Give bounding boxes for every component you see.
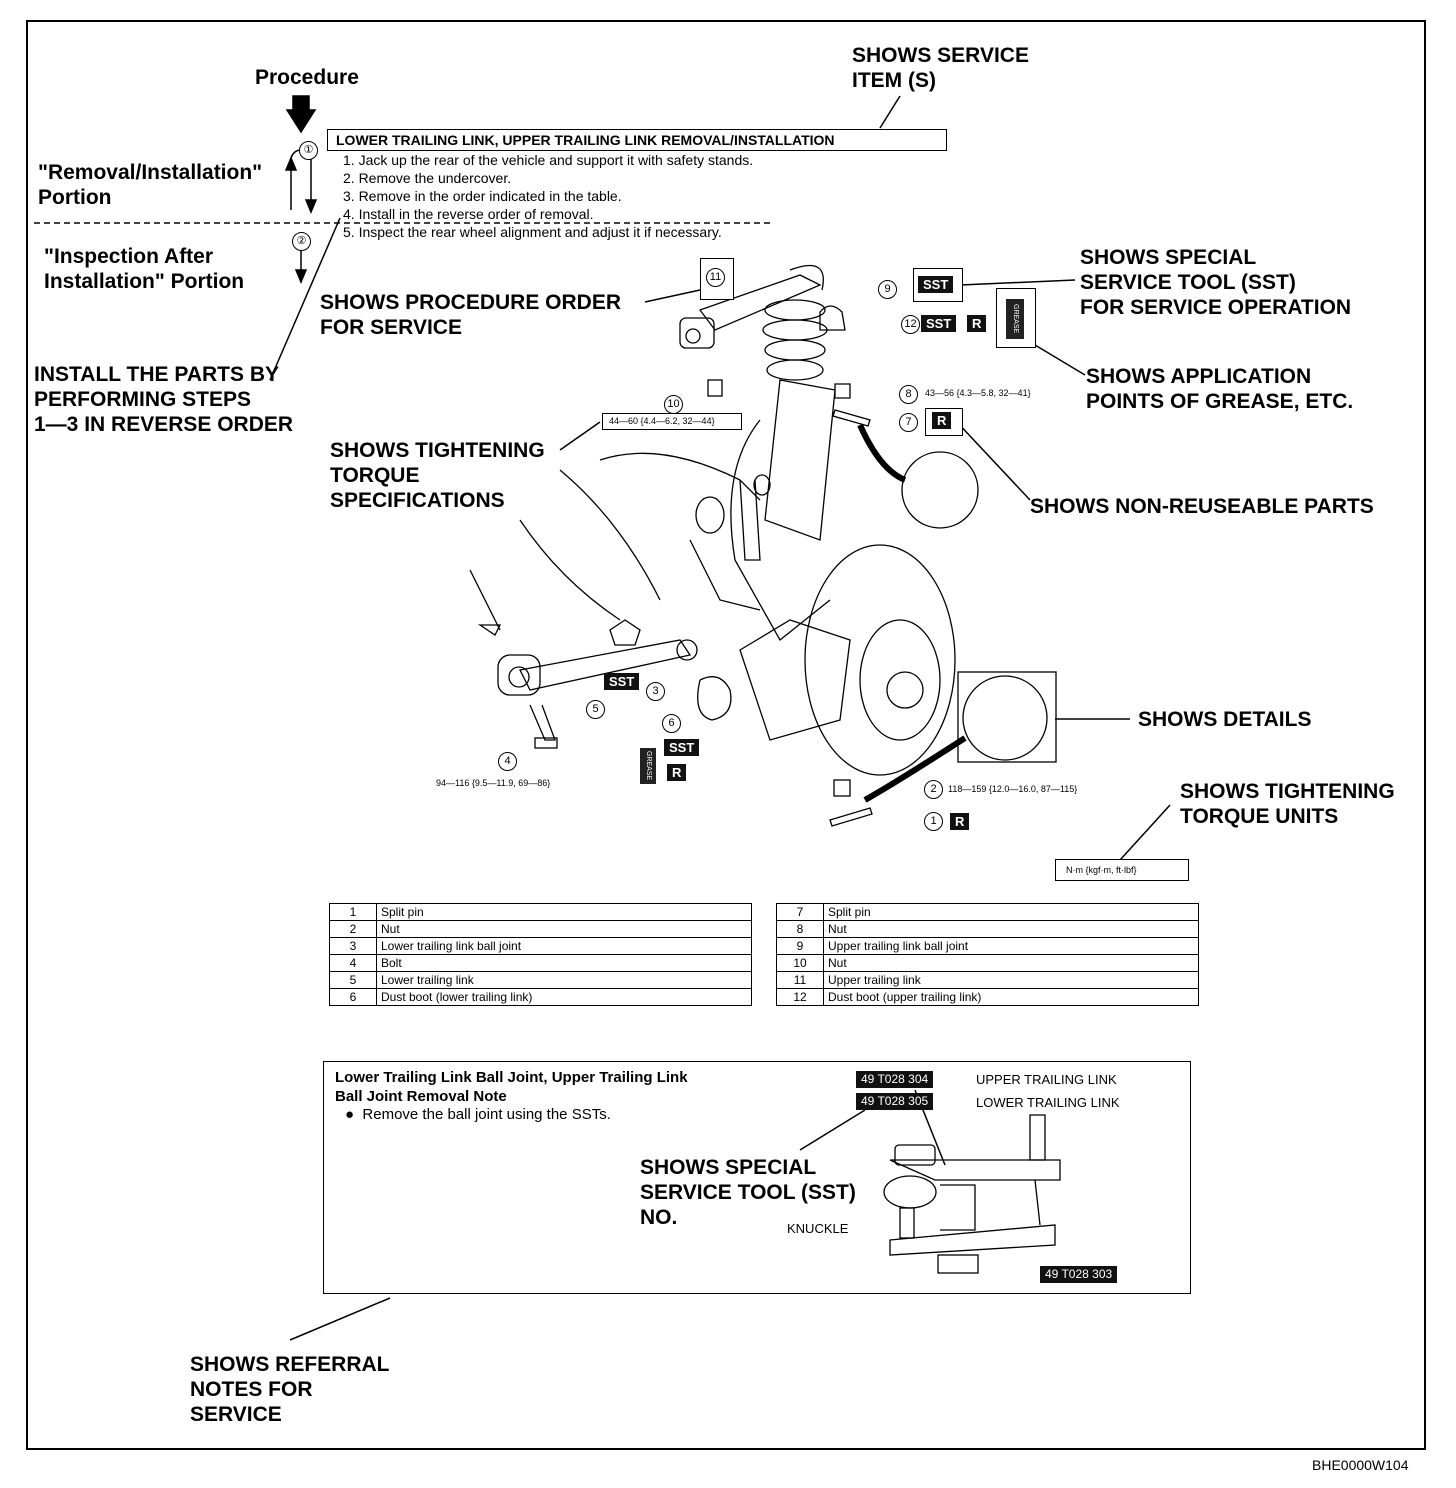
- step-3: 3. Remove in the order indicated in the …: [343, 188, 622, 204]
- label-inspection-portion: "Inspection After Installation" Portion: [44, 245, 245, 293]
- part-num-1: 1: [924, 812, 943, 831]
- grease-box: GREASE: [996, 288, 1036, 348]
- procedure-title-box: LOWER TRAILING LINK, UPPER TRAILING LINK…: [327, 129, 947, 151]
- torque-2: 118—159 {12.0—16.0, 87—115}: [948, 784, 1078, 794]
- part-num-3: 3: [646, 682, 665, 701]
- torque-units: N·m {kgf·m, ft·lbf}: [1066, 865, 1137, 875]
- upper-link-label: UPPER TRAILING LINK: [976, 1072, 1117, 1087]
- note-box: [323, 1061, 1191, 1294]
- knuckle-label: KNUCKLE: [787, 1221, 849, 1236]
- part-num-11: 11: [706, 268, 725, 287]
- step-1: 1. Jack up the rear of the vehicle and s…: [343, 152, 754, 168]
- step-4: 4. Install in the reverse order of remov…: [343, 206, 594, 222]
- sst-badge-top: SST: [918, 276, 954, 293]
- note-title: Lower Trailing Link Ball Joint, Upper Tr…: [335, 1069, 688, 1105]
- callout-sst: SHOWS SPECIAL SERVICE TOOL (SST) FOR SER…: [1080, 246, 1352, 319]
- part-num-4: 4: [498, 752, 517, 771]
- callout-grease: SHOWS APPLICATION POINTS OF GREASE, ETC.: [1086, 365, 1354, 413]
- lower-link-label: LOWER TRAILING LINK: [976, 1095, 1120, 1110]
- marker-2: ②: [292, 232, 311, 251]
- callout-non-reusable: SHOWS NON-REUSEABLE PARTS: [1030, 495, 1374, 518]
- procedure-title: LOWER TRAILING LINK, UPPER TRAILING LINK…: [336, 132, 835, 148]
- callout-service-item: SHOWS SERVICE ITEM (S): [852, 44, 1029, 92]
- sst-badge-3: SST: [604, 673, 640, 690]
- sst-badge-6: SST: [664, 739, 700, 756]
- callout-referral: SHOWS REFERRAL NOTES FOR SERVICE: [190, 1353, 390, 1426]
- sst-no-303: 49 T028 303: [1040, 1266, 1118, 1283]
- label-install-reverse: INSTALL THE PARTS BY PERFORMING STEPS 1—…: [34, 363, 294, 436]
- torque-8: 43—56 {4.3—5.8, 32—41}: [925, 388, 1031, 398]
- torque-units-box: N·m {kgf·m, ft·lbf}: [1055, 859, 1189, 881]
- callout-torque-units: SHOWS TIGHTENING TORQUE UNITS: [1180, 780, 1395, 828]
- step-5: 5. Inspect the rear wheel alignment and …: [343, 224, 722, 240]
- marker-1: ①: [299, 141, 318, 160]
- torque-box-10: 44—60 {4.4—6.2, 32—44}: [602, 413, 742, 430]
- sst-box: [913, 268, 963, 302]
- part-num-8: 8: [899, 385, 918, 404]
- bullet-icon: ●: [345, 1106, 363, 1123]
- note-bullet-row: ● Remove the ball joint using the SSTs.: [345, 1106, 611, 1124]
- r-badge-12: R: [967, 315, 987, 332]
- procedure-steps: 1. Jack up the rear of the vehicle and s…: [343, 151, 753, 241]
- callout-torque-spec: SHOWS TIGHTENING TORQUE SPECIFICATIONS: [330, 439, 545, 512]
- part-num-7: 7: [899, 413, 918, 432]
- part-num-10: 10: [664, 395, 683, 414]
- callout-details: SHOWS DETAILS: [1138, 708, 1312, 731]
- callout-sst-no: SHOWS SPECIAL SERVICE TOOL (SST) NO.: [640, 1156, 856, 1229]
- sst-no-304: 49 T028 304: [856, 1071, 934, 1088]
- grease-can-icon-lower: GREASE: [640, 748, 656, 784]
- part-num-9: 9: [878, 280, 897, 299]
- page-frame: [26, 20, 1426, 1450]
- r-badge-1: R: [950, 813, 970, 830]
- part-num-12: 12: [901, 315, 920, 334]
- sst-badge-12: SST: [921, 315, 957, 332]
- r-badge-6: R: [667, 764, 687, 781]
- grease-can-icon: GREASE: [1006, 299, 1024, 339]
- callout-procedure-order: SHOWS PROCEDURE ORDER FOR SERVICE: [320, 291, 622, 339]
- part-num-2: 2: [924, 780, 943, 799]
- sst-no-305: 49 T028 305: [856, 1093, 934, 1110]
- note-bullet: Remove the ball joint using the SSTs.: [362, 1106, 611, 1123]
- figure-code: BHE0000W104: [1312, 1457, 1409, 1473]
- part-num-6: 6: [662, 714, 681, 733]
- label-removal-portion: "Removal/Installation" Portion: [38, 161, 263, 209]
- r-badge-7: R: [932, 412, 952, 429]
- torque-4: 94—116 {9.5—11.9, 69—86}: [436, 778, 551, 788]
- torque-10: 44—60 {4.4—6.2, 32—44}: [609, 416, 715, 426]
- label-procedure: Procedure: [255, 66, 359, 89]
- part-num-5: 5: [586, 700, 605, 719]
- step-2: 2. Remove the undercover.: [343, 170, 512, 186]
